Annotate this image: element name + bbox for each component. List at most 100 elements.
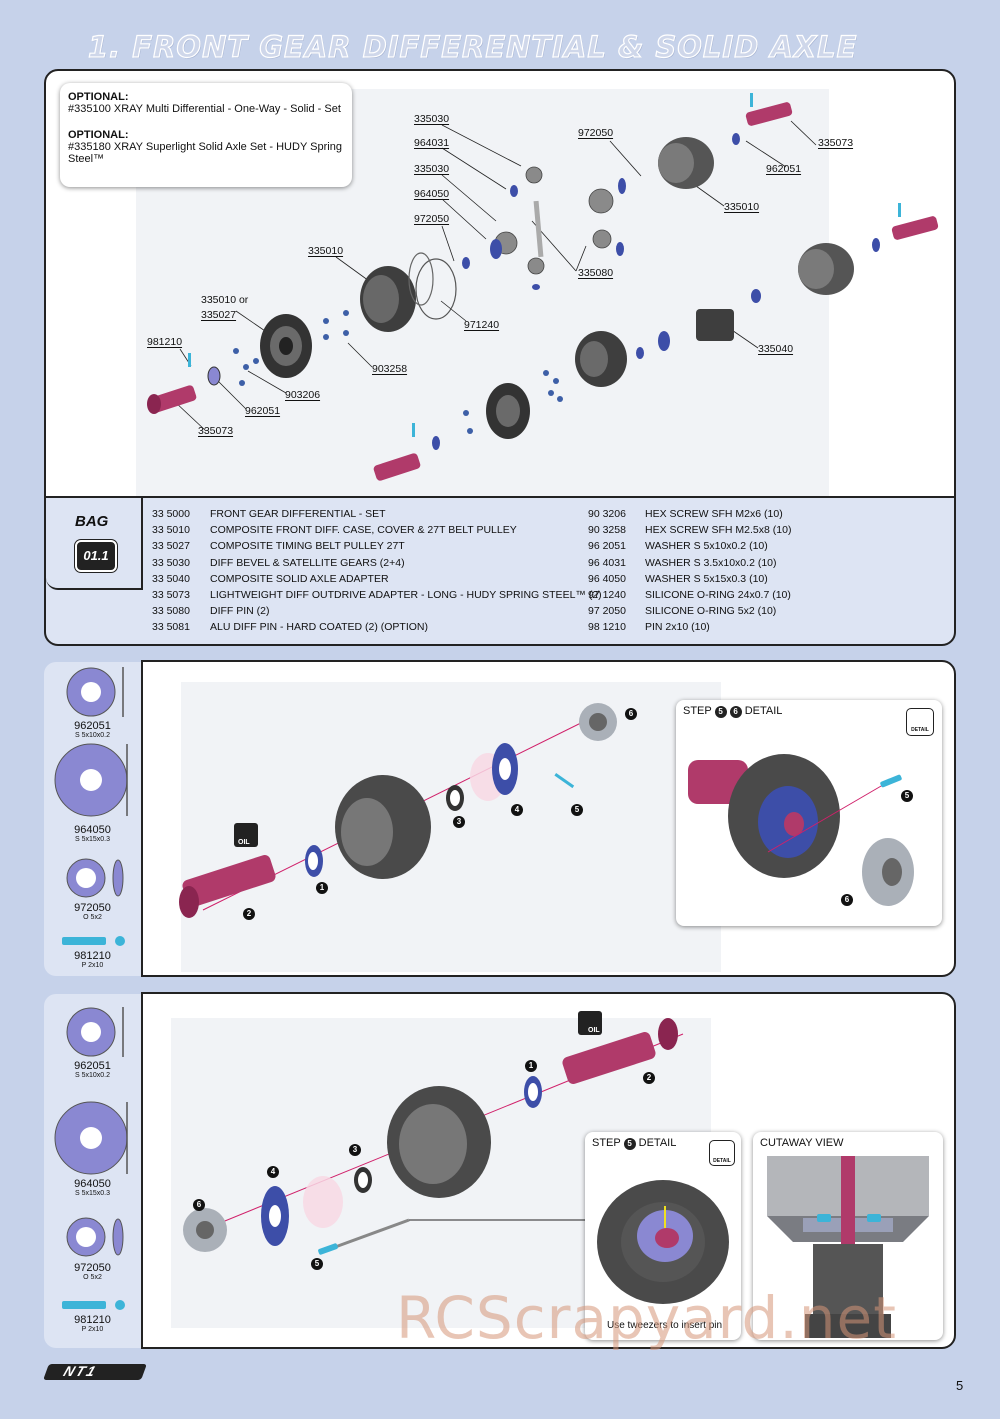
callout-5: 5 [571,804,583,816]
sidebar-item-964050: 964050 S 5x15x0.3 [44,824,141,844]
optional-heading-1: OPTIONAL: [68,91,129,103]
part-description: WASHER S 5x10x0.2 (10) [645,540,768,553]
part-code: 33 5073 [152,589,190,601]
part-description: HEX SCREW SFH M2.5x8 (10) [645,524,792,537]
tweezers-note: Use tweezers to insert pin [607,1320,723,1331]
step2-panel: OIL 1 2 3 4 5 6 STEP 5 DETAIL DETAIL Use… [141,992,956,1349]
step-word: STEP [592,1137,621,1149]
part-description: WASHER S 3.5x10x0.2 (10) [645,556,777,569]
sidebar-item-972050: 972050 O 5x2 [44,1262,141,1282]
callout-972050-b: 972050 [578,127,614,139]
sidebar-spec: O 5x2 [83,1274,102,1281]
callout-903206: 903206 [285,389,321,401]
step2-detail-box: STEP 5 DETAIL DETAIL Use tweezers to ins… [585,1132,741,1340]
oil-icon: OIL [238,839,250,846]
callout-903258: 903258 [372,363,408,375]
sidebar-item-964050: 964050 S 5x15x0.3 [44,1178,141,1198]
part-code: 96 4031 [588,556,626,569]
part-code: 97 2050 [588,605,626,618]
callout-2: 2 [643,1072,655,1084]
part-code: 33 5000 [152,508,190,520]
callout-335040: 335040 [758,343,794,355]
step1-sidebar-parts [54,667,128,946]
callout-6: 6 [193,1199,205,1211]
callout-335010-case: 335010 [308,245,344,257]
callout-4: 4 [511,804,523,816]
sidebar-spec: P 2x10 [81,1326,104,1333]
sidebar-item-981210: 981210 P 2x10 [44,950,141,970]
sidebar-code: 962051 [74,1060,111,1072]
callout-962051-top: 962051 [766,163,802,175]
sidebar-spec: S 5x10x0.2 [74,732,111,739]
sidebar-code: 964050 [74,824,111,836]
cutaway-heading: CUTAWAY VIEW [760,1137,844,1149]
cutaway-diagram [767,1156,929,1338]
sidebar-code: 981210 [74,950,111,962]
page-number: 5 [956,1378,964,1393]
detail-callout-5: 5 [901,790,913,802]
callout-335010-or: 335010 or [201,294,249,306]
step-num-5: 5 [623,1138,636,1150]
detail-word: DETAIL [638,1137,677,1149]
part-description: DIFF BEVEL & SATELLITE GEARS (2+4) [210,556,405,569]
sidebar-item-962051: 962051 S 5x10x0.2 [44,720,141,740]
optional-heading-2: OPTIONAL: [68,129,129,141]
step2-sidebar-parts [54,1007,128,1310]
callout-2: 2 [243,908,255,920]
part-code: 97 1240 [588,589,626,601]
callout-335010-top: 335010 [724,201,760,213]
sidebar-item-972050: 972050 O 5x2 [44,902,141,922]
callout-6: 6 [625,708,637,720]
exploded-view-panel: OPTIONAL: #335100 XRAY Multi Differentia… [44,69,956,499]
step2-detail-heading: STEP 5 DETAIL [592,1137,676,1150]
step2-detail-diagram [597,1180,729,1304]
step1-detail-heading: STEP 5 6 DETAIL [683,705,782,718]
step1-detail-diagram [688,754,914,906]
page-title: 1. FRONT GEAR DIFFERENTIAL & SOLID AXLE [87,29,858,64]
part-code: 33 5027 [152,540,190,553]
part-code: 90 3206 [588,508,626,520]
sidebar-code: 964050 [74,1178,111,1190]
part-code: 33 5040 [152,572,190,585]
bag-label: BAG [75,513,109,530]
sidebar-code: 972050 [74,902,111,914]
callout-981210: 981210 [147,336,183,348]
step1-sidebar: 962051 S 5x10x0.2 964050 S 5x15x0.3 9720… [44,662,141,976]
nt1-logo: NT1 [43,1363,147,1380]
callout-3: 3 [453,816,465,828]
part-description: COMPOSITE TIMING BELT PULLEY 27T [210,540,405,553]
sidebar-spec: S 5x15x0.3 [74,836,111,843]
part-description: SILICONE O-RING 5x2 (10) [645,605,777,618]
part-description: WASHER S 5x15x0.3 (10) [645,572,768,585]
part-code: 33 5080 [152,605,190,618]
callout-335030-a: 335030 [414,113,450,125]
part-description: DIFF PIN (2) [210,605,270,618]
part-description: COMPOSITE FRONT DIFF. CASE, COVER & 27T … [210,524,517,537]
step1-detail-box: STEP 5 6 DETAIL DETAIL 5 6 [676,700,942,926]
optional-text-2: #335180 XRAY Superlight Solid Axle Set -… [68,141,342,165]
bag-number: 01.1 [75,540,117,572]
part-description: PIN 2x10 (10) [645,621,710,634]
cutaway-view-box: CUTAWAY VIEW [753,1132,943,1340]
sidebar-item-981210: 981210 P 2x10 [44,1314,141,1334]
sidebar-code: 972050 [74,1262,111,1274]
optional-text-1: #335100 XRAY Multi Differential - One-Wa… [68,103,341,115]
sidebar-item-962051: 962051 S 5x10x0.2 [44,1060,141,1080]
logo-text: NT1 [61,1363,100,1379]
detail-word: DETAIL [744,705,783,717]
callout-964031: 964031 [414,137,450,149]
sidebar-spec: S 5x15x0.3 [74,1190,111,1197]
part-description: HEX SCREW SFH M2x6 (10) [645,508,783,520]
callout-335073-bottom: 335073 [198,425,234,437]
callout-1: 1 [525,1060,537,1072]
sidebar-spec: S 5x10x0.2 [74,1072,111,1079]
part-code: 90 3258 [588,524,626,537]
sidebar-spec: O 5x2 [83,914,102,921]
part-code: 98 1210 [588,621,626,634]
watermark: RCScrapyard.net [396,1284,897,1352]
sidebar-code: 981210 [74,1314,111,1326]
bag-badge: BAG 01.1 [46,498,143,590]
step1-diagram [179,682,721,972]
part-code: 96 2051 [588,540,626,553]
